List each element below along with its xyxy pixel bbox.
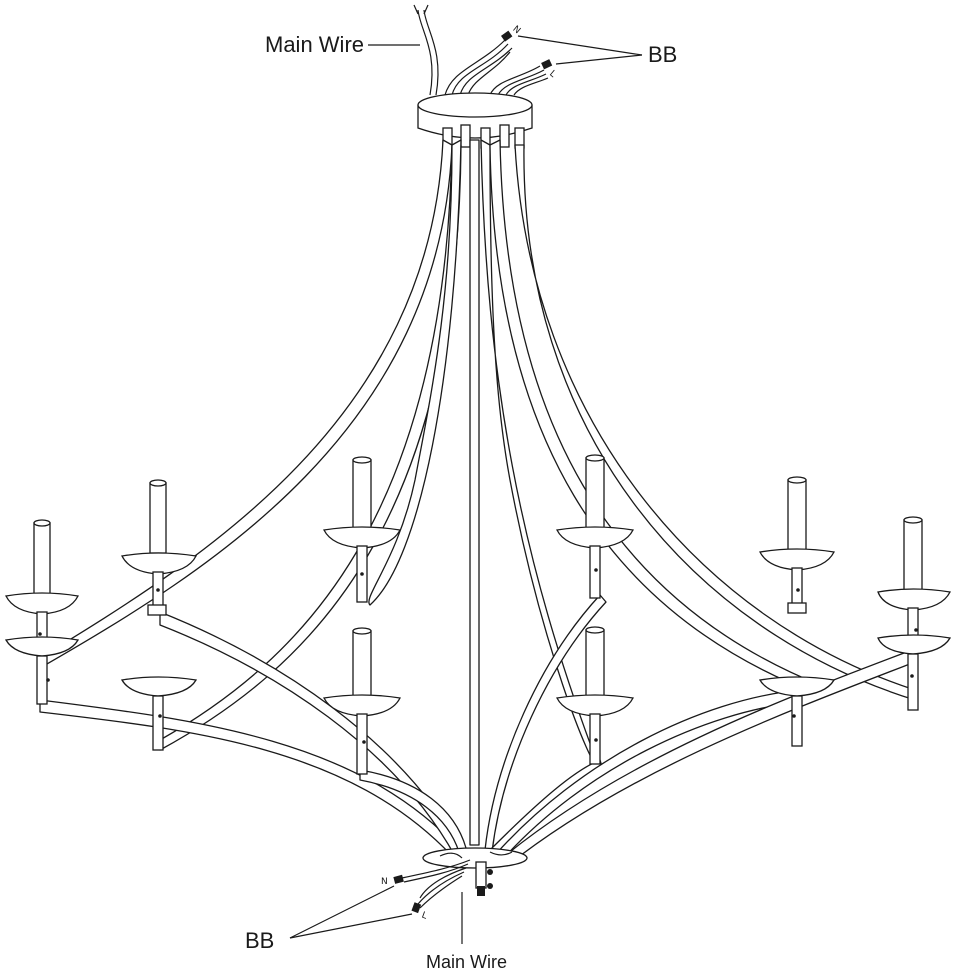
- n-top-label: N: [510, 24, 522, 36]
- bottom-hub: [393, 847, 528, 944]
- main-wire-bottom-label: Main Wire: [426, 952, 507, 972]
- bb-bottom-leader-l: [289, 913, 413, 939]
- bb-bottom-leader-n: [289, 885, 395, 939]
- l-top-label: L: [547, 69, 557, 80]
- candle-7: [758, 476, 836, 747]
- n-bottom-label: N: [381, 877, 388, 887]
- candle-2: [120, 479, 198, 751]
- candles: [4, 454, 952, 775]
- bb-top-leader-l: [555, 54, 643, 65]
- bb-bottom-label: BB: [245, 928, 274, 953]
- main-wire-top-label: Main Wire: [265, 32, 364, 57]
- bb-top-leader-n: [517, 35, 643, 56]
- candle-8: [877, 516, 952, 711]
- long-arms: [39, 124, 916, 846]
- bb-top-label: BB: [648, 42, 677, 67]
- candle-1: [4, 519, 80, 705]
- top-wiring: [413, 4, 553, 139]
- l-bottom-label: L: [420, 911, 428, 922]
- candle-5: [556, 454, 634, 599]
- candle-4: [323, 627, 401, 775]
